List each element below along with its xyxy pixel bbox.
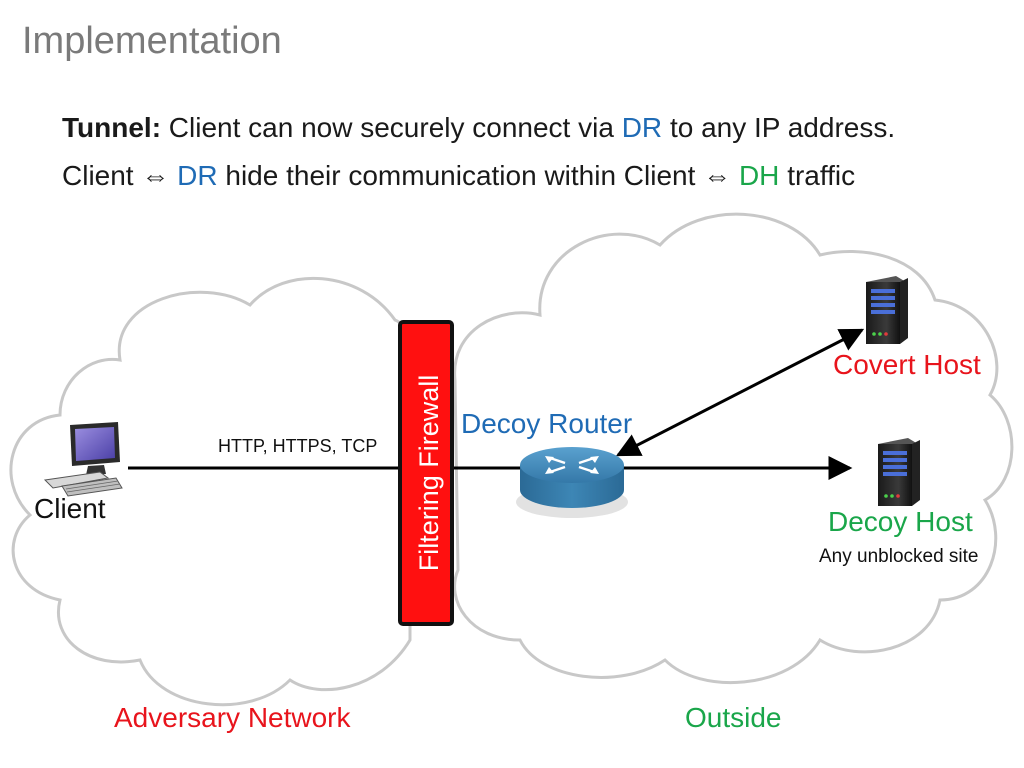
decoy-host-label: Decoy Host xyxy=(828,506,973,537)
covert-host-server-icon xyxy=(866,276,908,344)
slide-title: Implementation xyxy=(22,20,282,62)
covert-host-label: Covert Host xyxy=(833,349,981,380)
tunnel-text-pre: Client can now securely connect via xyxy=(168,112,614,143)
hiding-text-post: traffic xyxy=(787,160,856,191)
adversary-network-label: Adversary Network xyxy=(114,702,351,733)
covert-channel-arrow xyxy=(615,328,865,457)
protocols-label: HTTP, HTTPS, TCP xyxy=(218,436,378,456)
firewall-label: Filtering Firewall xyxy=(414,375,444,572)
client-text: Client xyxy=(62,160,134,191)
tunnel-text-post: to any IP address. xyxy=(669,112,896,143)
outside-cloud xyxy=(453,212,1014,684)
client-label: Client xyxy=(34,493,106,524)
filtering-firewall xyxy=(398,320,454,626)
bidirectional-arrow-icon: ⇔ xyxy=(141,160,170,191)
decoy-router-label: Decoy Router xyxy=(461,408,633,439)
client-computer-icon xyxy=(43,422,123,497)
tunnel-description: Tunnel: Client can now securely connect … xyxy=(62,112,895,144)
bidirectional-arrow-icon-2: ⇔ xyxy=(703,160,732,191)
hiding-description: Client ⇔ DR hide their communication wit… xyxy=(62,160,855,192)
router-icon xyxy=(516,447,628,518)
dr-highlight: DR xyxy=(621,112,663,143)
hiding-text-mid: hide their communication within Client xyxy=(225,160,696,191)
adversary-network-cloud xyxy=(9,276,418,707)
dr-highlight-2: DR xyxy=(177,160,218,191)
tunnel-label: Tunnel: xyxy=(62,112,162,143)
decoy-host-server-icon xyxy=(878,438,920,506)
decoy-host-sublabel: Any unblocked site xyxy=(819,546,979,567)
dh-highlight: DH xyxy=(738,160,780,191)
outside-label: Outside xyxy=(685,702,782,733)
